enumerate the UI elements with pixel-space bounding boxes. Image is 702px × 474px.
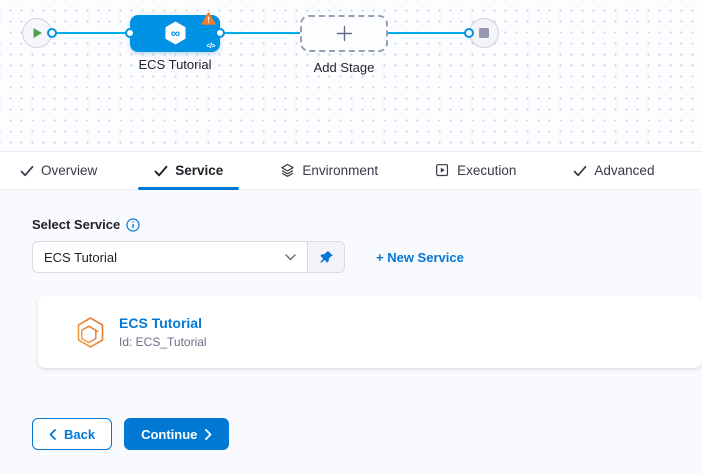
back-button[interactable]: Back [32,418,113,450]
check-icon [20,165,34,177]
chevron-down-icon [285,253,296,261]
connector-port[interactable] [125,28,135,38]
pin-runtime-input-button[interactable] [307,241,345,273]
chevron-right-icon [205,428,212,440]
chevron-left-icon [49,428,56,440]
pipeline-connector-line [387,32,470,34]
tab-service[interactable]: Service [138,152,240,190]
tab-advanced[interactable]: Advanced [557,152,670,189]
play-icon [32,27,43,39]
add-stage-button[interactable] [300,15,388,52]
connector-port[interactable] [47,28,57,38]
select-service-label: Select Service [32,217,121,232]
continue-button-label: Continue [141,426,198,442]
code-icon: </> [206,43,215,50]
service-select-value: ECS Tutorial [44,249,117,265]
pipeline-canvas: ∞ </> ECS Tutorial Add Stage [0,0,702,152]
tab-execution[interactable]: Execution [419,152,532,189]
stage-config-tabbar: Overview Service Environment Execution [0,152,702,190]
cd-stage-hexagon-icon: ∞ [162,20,189,47]
tab-label: Execution [457,163,517,178]
pipeline-end-node[interactable] [469,18,499,48]
tab-environment[interactable]: Environment [264,152,394,189]
info-icon[interactable] [126,217,140,232]
run-box-icon [435,163,450,178]
add-stage-label: Add Stage [313,60,375,75]
new-service-link[interactable]: + New Service [376,249,464,265]
service-tab-panel: Select Service ECS Tutorial [0,190,702,474]
service-select-dropdown[interactable]: ECS Tutorial [32,241,307,273]
tab-label: Overview [41,163,98,178]
service-card-id: Id: ECS_Tutorial [119,335,207,349]
layers-icon [280,163,295,178]
tab-label: Environment [302,163,379,178]
stage-node-label: ECS Tutorial [138,57,212,72]
check-icon [154,165,168,177]
connector-port[interactable] [215,28,225,38]
infinity-glyph: ∞ [170,26,179,41]
continue-button[interactable]: Continue [124,418,230,450]
tab-label: Advanced [594,163,655,178]
tab-overview[interactable]: Overview [4,152,113,189]
pipeline-connector-line [219,32,301,34]
check-icon [573,165,587,177]
plus-icon [336,25,353,42]
connector-port[interactable] [464,28,474,38]
service-card-title[interactable]: ECS Tutorial [119,315,202,331]
warning-triangle-icon [201,12,216,26]
stage-node-ecs-tutorial[interactable]: ∞ </> [130,12,220,52]
tab-label: Service [175,163,224,178]
pipeline-connector-line [52,32,131,34]
ecs-service-hexagon-icon [75,316,106,349]
service-select-group: ECS Tutorial [32,241,345,273]
back-button-label: Back [64,426,96,442]
service-card[interactable]: ECS Tutorial Id: ECS_Tutorial [38,296,702,368]
stop-icon [479,28,489,38]
pin-icon [319,250,334,265]
